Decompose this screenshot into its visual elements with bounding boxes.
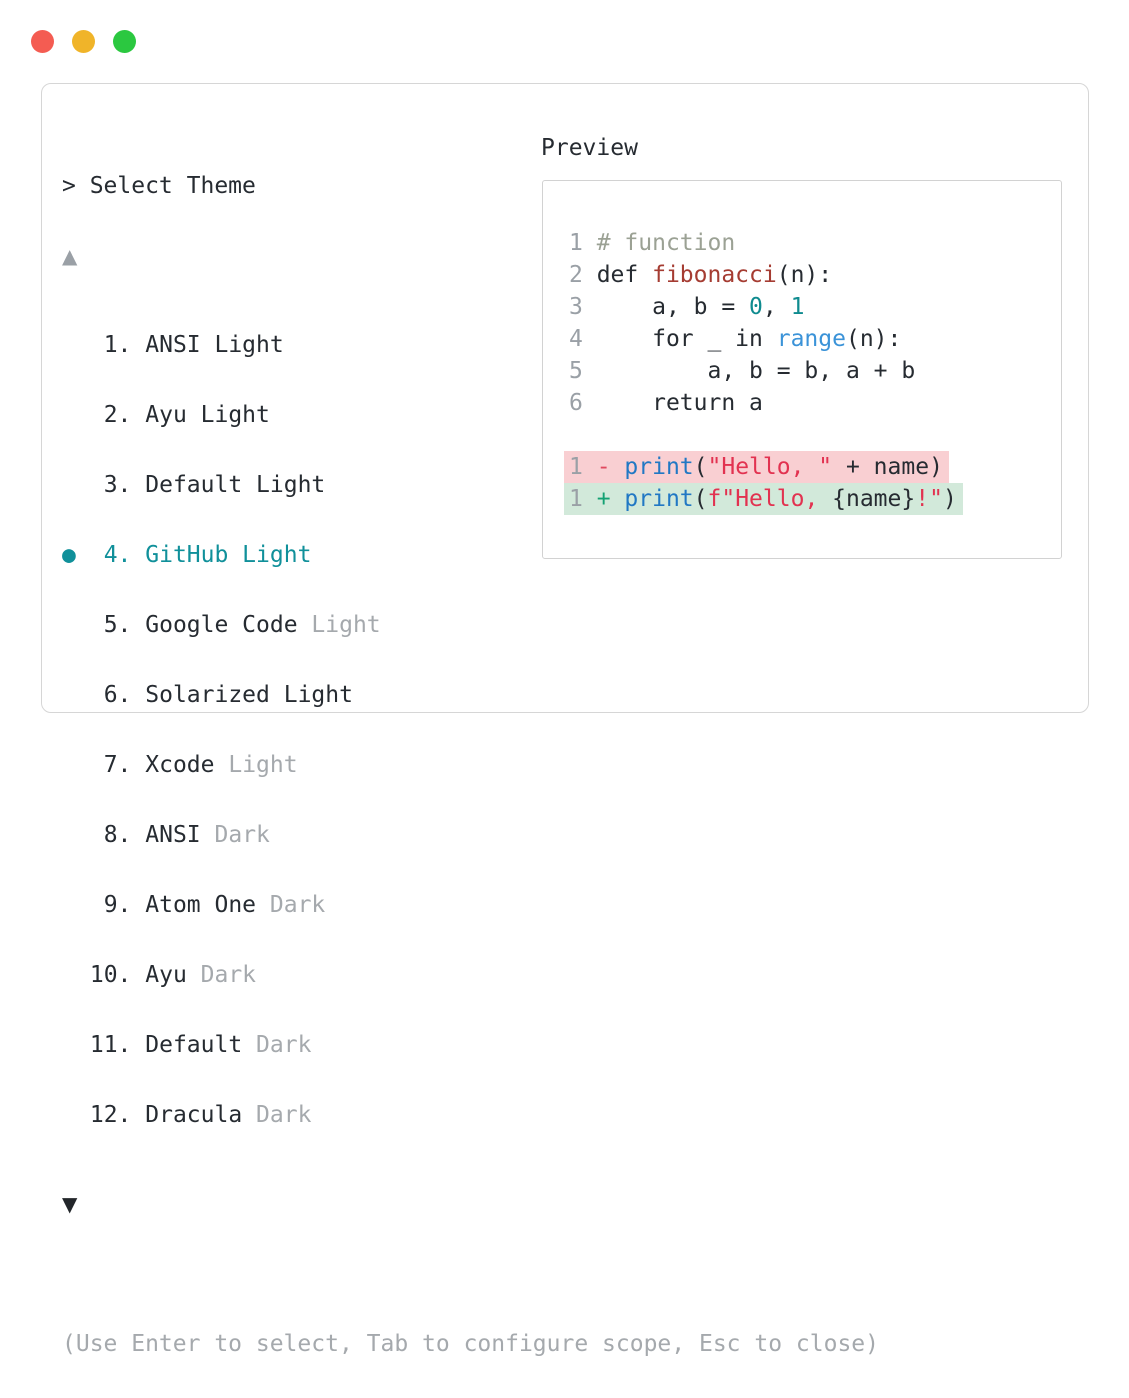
usage-hint: (Use Enter to select, Tab to configure s… — [62, 1331, 879, 1357]
selection-bullet-icon — [62, 889, 76, 921]
scroll-up-indicator[interactable]: ▲ — [62, 240, 879, 272]
theme-option-xcode-light[interactable]: 7. Xcode Light — [62, 749, 879, 781]
diff-removed-line: 1 - print("Hello, " + name) — [564, 451, 1061, 483]
theme-picker-panel: > Select Theme ▲ 1. ANSI Light 2. Ayu Li… — [41, 83, 1089, 1357]
code-line: 5 a, b = b, a + b — [569, 358, 916, 384]
code-line: 6 return a — [569, 390, 763, 416]
theme-option-solarized-light[interactable]: 6. Solarized Light — [62, 679, 879, 711]
theme-option-atom-one-dark[interactable]: 9. Atom One Dark — [62, 889, 879, 921]
maximize-button[interactable] — [113, 30, 136, 53]
diff-added-line: 1 + print(f"Hello, {name}!") — [564, 483, 1061, 515]
theme-option-google-code-light[interactable]: 5. Google Code Light — [62, 609, 879, 641]
selection-bullet-icon — [62, 819, 76, 851]
select-theme-prompt: > Select Theme — [62, 170, 879, 202]
theme-option-github-light-selected[interactable]: ● 4. GitHub Light — [62, 539, 879, 571]
selection-bullet-icon — [62, 609, 76, 641]
selection-bullet-icon: ● — [62, 542, 76, 568]
code-line — [569, 419, 1061, 451]
selection-bullet-icon — [62, 679, 76, 711]
prompt-text: > Select Theme — [62, 173, 256, 199]
preview-code-box: 1 # function 2 def fibonacci(n): 3 a, b … — [542, 180, 1062, 559]
theme-option-default-light[interactable]: 3. Default Light — [62, 469, 879, 501]
down-arrow-icon: ▼ — [62, 1192, 78, 1216]
selection-bullet-icon — [62, 1099, 76, 1131]
desktop: { "colors": { "accent_teal": "#10909a", … — [31, 30, 1089, 1357]
selection-bullet-icon — [62, 959, 76, 991]
selection-bullet-icon — [62, 749, 76, 781]
scroll-down-indicator[interactable]: ▼ — [62, 1188, 879, 1220]
selection-bullet-icon — [62, 469, 76, 501]
theme-option-ayu-light[interactable]: 2. Ayu Light — [62, 399, 879, 431]
code-line: 2 def fibonacci(n): — [569, 262, 833, 288]
close-button[interactable] — [31, 30, 54, 53]
code-line: 3 a, b = 0, 1 — [569, 294, 805, 320]
window-controls — [31, 30, 136, 53]
minimize-button[interactable] — [72, 30, 95, 53]
selection-bullet-icon — [62, 329, 76, 361]
code-line: 4 for _ in range(n): — [569, 326, 902, 352]
theme-option-ayu-dark[interactable]: 10. Ayu Dark — [62, 959, 879, 991]
theme-option-default-dark[interactable]: 11. Default Dark — [62, 1029, 879, 1061]
up-arrow-icon: ▲ — [62, 244, 78, 268]
spacer-row — [62, 1258, 879, 1290]
preview-label: Preview — [541, 135, 638, 161]
theme-option-dracula-dark[interactable]: 12. Dracula Dark — [62, 1099, 879, 1131]
theme-option-ansi-light[interactable]: 1. ANSI Light — [62, 329, 879, 361]
theme-option-ansi-dark[interactable]: 8. ANSI Dark — [62, 819, 879, 851]
code-line: 1 # function — [569, 230, 736, 256]
selection-bullet-icon — [62, 399, 76, 431]
selection-bullet-icon — [62, 1029, 76, 1061]
